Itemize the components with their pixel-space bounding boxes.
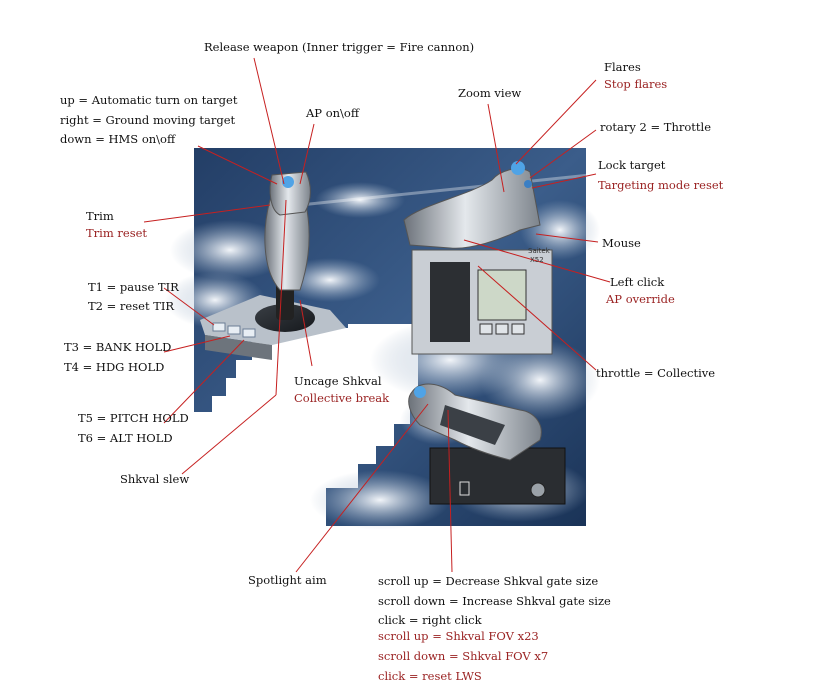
label-trim-reset: Trim reset <box>86 226 148 240</box>
label-scroll-up-fov: scroll up = Shkval FOV x23 <box>378 629 539 643</box>
label-left-click: Left click <box>610 275 665 289</box>
label-t4: T4 = HDG HOLD <box>64 360 165 374</box>
label-mouse: Mouse <box>602 236 641 250</box>
label-shkval-slew: Shkval slew <box>120 472 190 486</box>
label-t1: T1 = pause TIR <box>88 280 179 294</box>
brand-label: Saitek <box>528 247 550 255</box>
label-ap: AP on\off <box>306 106 359 120</box>
label-uncage: Uncage Shkval <box>294 374 382 388</box>
label-scroll-down-fov: scroll down = Shkval FOV x7 <box>378 649 549 663</box>
label-stop-flares: Stop flares <box>604 77 668 91</box>
label-targeting-reset: Targeting mode reset <box>598 178 724 192</box>
label-t5: T5 = PITCH HOLD <box>78 411 189 425</box>
label-scroll-up-gate: scroll up = Decrease Shkval gate size <box>378 574 599 588</box>
label-click-lws: click = reset LWS <box>378 669 482 683</box>
label-t3: T3 = BANK HOLD <box>64 340 172 354</box>
joystick <box>200 171 346 360</box>
label-lock-target: Lock target <box>598 158 666 172</box>
label-zoom-view: Zoom view <box>458 86 522 100</box>
leader-lines <box>143 57 611 573</box>
label-spotlight: Spotlight aim <box>248 573 327 587</box>
label-ground-moving: right = Ground moving target <box>60 113 236 127</box>
label-auto-turn: up = Automatic turn on target <box>60 93 238 107</box>
label-ap-override: AP override <box>606 292 675 306</box>
label-t6: T6 = ALT HOLD <box>78 431 173 445</box>
label-throttle-collective: throttle = Collective <box>596 366 716 380</box>
label-t2: T2 = reset TIR <box>88 299 175 313</box>
throttle-alt-view <box>408 383 566 505</box>
label-release-weapon: Release weapon (Inner trigger = Fire can… <box>204 40 475 54</box>
label-collective-break: Collective break <box>294 391 390 405</box>
label-hms: down = HMS on\off <box>60 132 176 146</box>
model-label: X52 <box>530 256 544 264</box>
label-rotary2: rotary 2 = Throttle <box>600 120 712 134</box>
label-trim: Trim <box>86 209 114 223</box>
label-flares: Flares <box>604 60 641 74</box>
throttle <box>403 161 553 355</box>
label-scroll-down-gate: scroll down = Increase Shkval gate size <box>378 594 611 608</box>
label-click-right: click = right click <box>378 613 482 627</box>
